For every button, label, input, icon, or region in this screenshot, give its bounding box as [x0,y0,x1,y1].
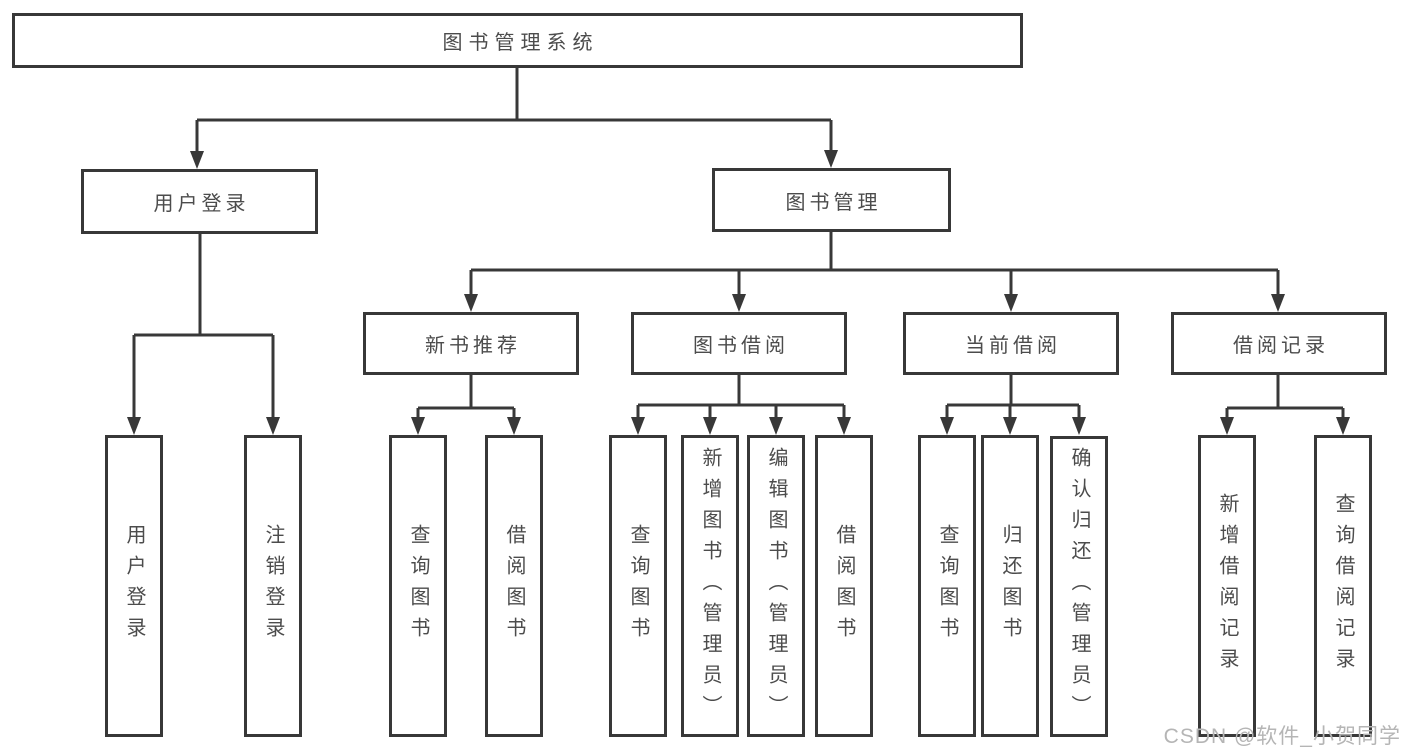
leaf-query-borrow-record: 查询借阅记录 [1314,435,1372,737]
leaf-query-books-borrowing: 查询图书 [609,435,667,737]
arrowhead-down-icon [940,417,954,435]
leaf-borrow-books-borrowing: 借阅图书 [815,435,873,737]
leaf-add-books-admin: 新增图书（管理员） [681,435,739,737]
leaf-logout: 注销登录 [244,435,302,737]
arrowhead-down-icon [1003,417,1017,435]
connector-lines [132,68,1345,420]
node-label: 注销登录 [262,524,284,648]
node-label: 查询图书 [936,524,958,648]
node-label: 借阅图书 [833,524,855,648]
node-library-management-system: 图书管理系统 [12,13,1023,68]
node-label: 查询图书 [407,524,429,648]
node-new-book-recommendation: 新书推荐 [363,312,579,375]
node-label: 图书管理 [785,191,882,214]
node-label: 新增借阅记录 [1216,493,1238,679]
node-label: 用户登录 [123,524,145,648]
arrowhead-down-icon [837,417,851,435]
node-book-borrowing: 图书借阅 [631,312,847,375]
node-label: 确认归还（管理员） [1068,447,1090,726]
arrowhead-down-icon [1220,417,1234,435]
arrowhead-down-icon [1336,417,1350,435]
leaf-user-login: 用户登录 [105,435,163,737]
node-borrowing-records: 借阅记录 [1171,312,1387,375]
node-label: 借阅记录 [1233,335,1329,357]
node-label: 编辑图书（管理员） [765,446,787,726]
leaf-confirm-return-admin: 确认归还（管理员） [1050,436,1108,737]
arrowhead-down-icon [703,417,717,435]
node-label: 借阅图书 [503,524,525,648]
leaf-edit-books-admin: 编辑图书（管理员） [747,435,805,737]
arrowhead-down-icon [631,417,645,435]
arrowhead-down-icon [732,294,746,312]
arrowhead-down-icon [127,417,141,435]
arrowhead-down-icon [769,417,783,435]
node-current-borrowing: 当前借阅 [903,312,1119,375]
leaf-add-borrow-record: 新增借阅记录 [1198,435,1256,737]
node-label: 归还图书 [999,524,1021,648]
arrowhead-down-icon [190,151,204,169]
arrowhead-down-icon [266,417,280,435]
arrowhead-down-icon [1271,294,1285,312]
node-label: 用户登录 [153,193,250,215]
arrowhead-down-icon [1004,294,1018,312]
node-user-login: 用户登录 [81,169,318,234]
leaf-query-books-current: 查询图书 [918,435,976,737]
arrowhead-down-icon [1072,417,1086,435]
leaf-query-books-recommendation: 查询图书 [389,435,447,737]
arrowhead-down-icon [824,150,838,168]
node-book-management: 图书管理 [712,168,951,232]
node-label: 当前借阅 [965,335,1061,357]
arrowhead-down-icon [507,417,521,435]
arrowhead-down-icon [464,294,478,312]
node-label: 查询借阅记录 [1332,493,1354,679]
leaf-borrow-books-recommendation: 借阅图书 [485,435,543,737]
node-label: 查询图书 [627,524,649,648]
watermark-text: CSDN @软件_小贺同学 [1163,725,1401,747]
leaf-return-books: 归还图书 [981,435,1039,737]
node-label: 图书借阅 [693,335,789,357]
node-label: 新书推荐 [425,335,521,357]
arrowhead-down-icon [411,417,425,435]
node-label: 新增图书（管理员） [699,446,721,726]
node-label: 图书管理系统 [442,32,599,54]
